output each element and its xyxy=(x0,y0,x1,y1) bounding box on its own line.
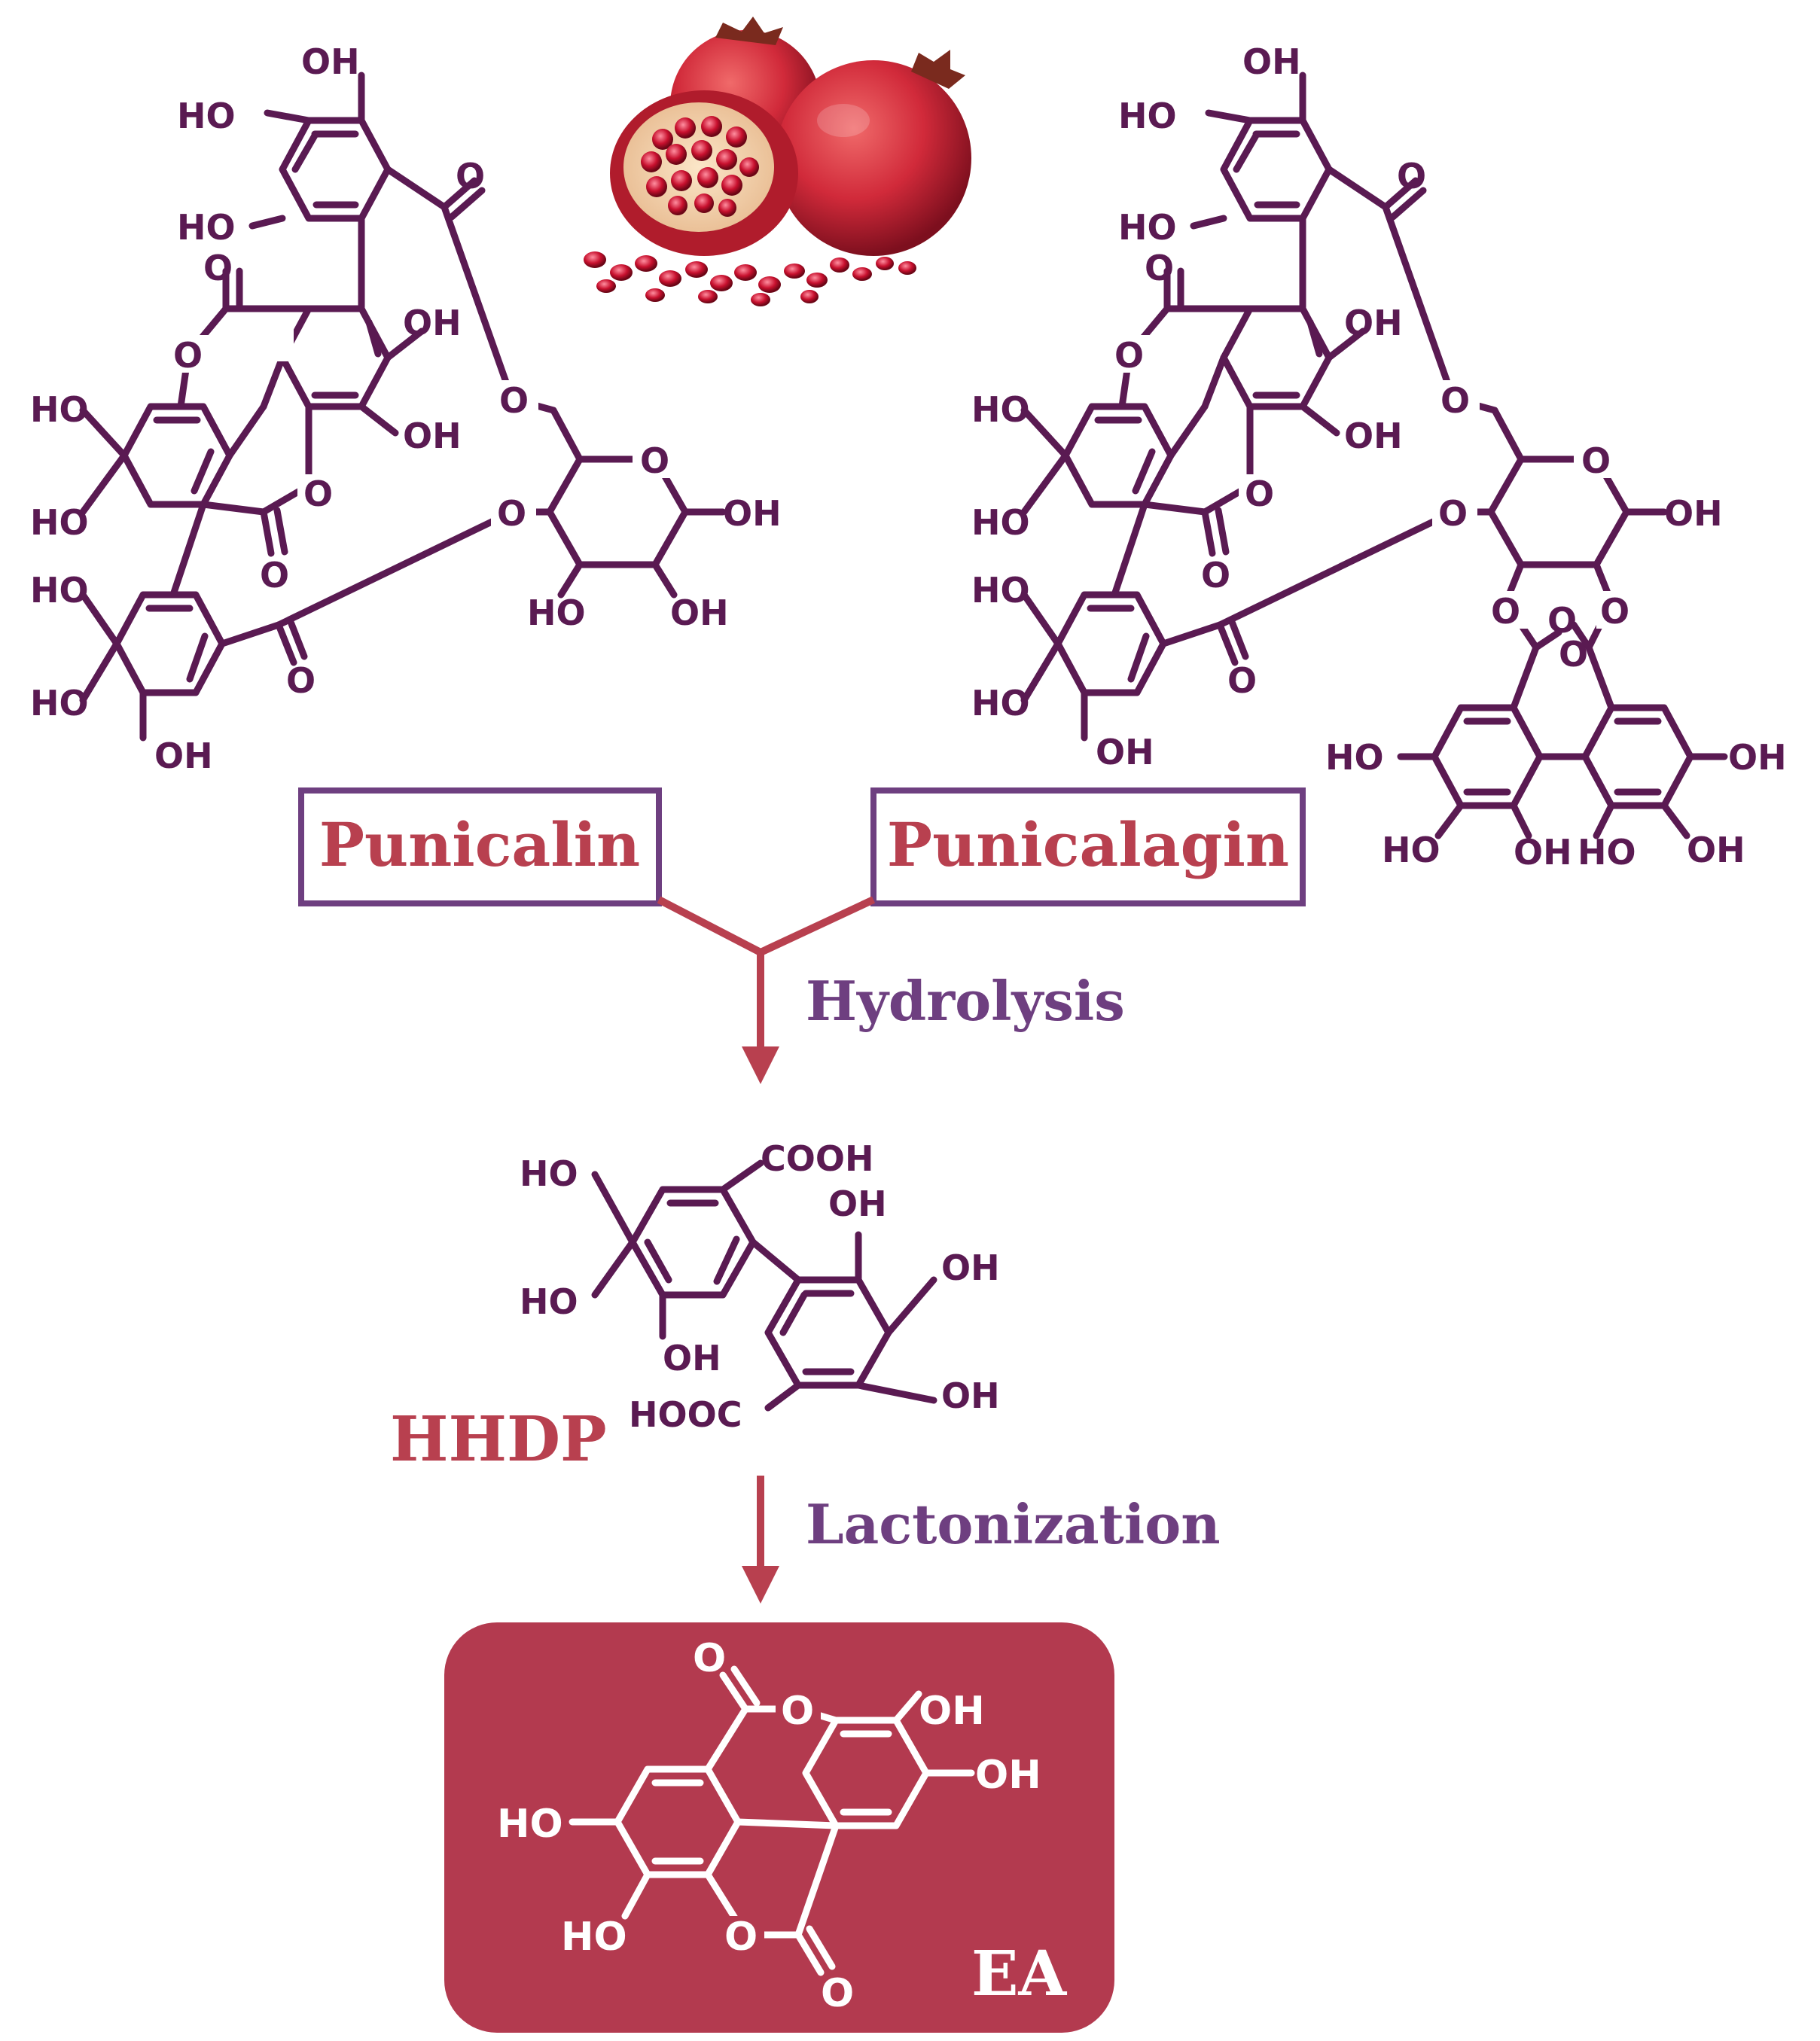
atom-label: OH xyxy=(919,1689,985,1734)
atom-label: OH xyxy=(154,736,213,776)
atom-label: O xyxy=(260,555,289,596)
ea-panel: O O O O OH OH HO HO EA xyxy=(444,1622,1114,2033)
atom-label: O xyxy=(1397,156,1426,196)
atom-label: OH xyxy=(403,303,462,343)
atom-label: O xyxy=(1440,380,1470,421)
lactonization-label: Lactonization xyxy=(806,1492,1221,1556)
atom-label: OH xyxy=(1514,832,1572,873)
atom-label: O xyxy=(781,1689,814,1734)
atom-label: OH xyxy=(1242,41,1301,82)
atom-label: O xyxy=(693,1636,726,1681)
atom-label: OH xyxy=(1664,493,1723,534)
ea-label: EA xyxy=(971,1938,1068,2010)
atom-label: O xyxy=(456,156,485,196)
atom-label: HO xyxy=(497,1802,563,1847)
atom-label: HO xyxy=(1578,832,1636,873)
atom-label: HO xyxy=(1118,96,1177,136)
atom-label: HO xyxy=(30,502,89,543)
atom-label: O xyxy=(1559,634,1588,675)
atom-label: OH xyxy=(403,416,462,456)
punicalin-title: Punicalin xyxy=(319,809,640,880)
atom-label: HO xyxy=(1382,830,1440,870)
pomegranate-icon xyxy=(584,17,971,306)
hydrolysis-arrow xyxy=(657,896,876,1084)
atom-label: OH xyxy=(941,1375,1000,1416)
atom-label: HO xyxy=(30,389,89,430)
atom-label: O xyxy=(286,660,316,701)
atom-label: O xyxy=(497,493,526,534)
atom-label: O xyxy=(1227,660,1257,701)
atom-label: O xyxy=(303,474,333,514)
atom-label: OH xyxy=(1344,416,1403,456)
atom-label: OH xyxy=(1096,732,1154,772)
atom-label: OH xyxy=(1687,830,1745,870)
atom-label: O xyxy=(1491,591,1520,632)
punicalagin-structure: O O O O O O O O O O O O O OH HO HO OH OH… xyxy=(971,41,1787,873)
punicalin-label: Punicalin xyxy=(298,787,662,906)
atom-label: OH xyxy=(828,1183,887,1224)
punicalagin-label: Punicalagin xyxy=(870,787,1306,906)
atom-label: HO xyxy=(971,570,1030,611)
atom-label: O xyxy=(1245,474,1274,514)
atom-label: HO xyxy=(30,683,89,723)
atom-label: HO xyxy=(1325,737,1384,778)
atom-label: OH xyxy=(975,1753,1041,1798)
atom-label: OH xyxy=(670,592,729,633)
punicalin-structure: O O O O O O O O O OH HO HO OH OH HO HO H… xyxy=(30,41,782,776)
atom-label: O xyxy=(1438,493,1468,534)
atom-label: O xyxy=(203,248,233,288)
atom-label: OH xyxy=(941,1247,1000,1288)
atom-label: OH xyxy=(663,1338,721,1378)
atom-label: O xyxy=(1581,440,1611,481)
atom-label: HOOC xyxy=(629,1394,742,1435)
atom-label: O xyxy=(640,440,669,481)
lactonization-arrow xyxy=(742,1476,779,1604)
atom-label: HO xyxy=(30,570,89,611)
atom-label: COOH xyxy=(761,1138,873,1179)
atom-label: HO xyxy=(520,1281,578,1322)
atom-label: HO xyxy=(527,592,586,633)
punicalagin-title: Punicalagin xyxy=(887,809,1289,880)
atom-label: O xyxy=(1600,591,1629,632)
atom-label: O xyxy=(1201,555,1230,596)
atom-label: HO xyxy=(971,502,1030,543)
atom-label: HO xyxy=(520,1153,578,1194)
atom-label: OH xyxy=(723,493,782,534)
atom-label: O xyxy=(724,1915,758,1960)
hhdp-structure: COOH HO HO OH OH OH OH HOOC xyxy=(520,1138,1000,1435)
atom-label: O xyxy=(173,335,203,376)
atom-label: O xyxy=(1547,600,1577,641)
atom-label: OH xyxy=(301,41,360,82)
atom-label: OH xyxy=(1728,737,1787,778)
atom-label: O xyxy=(1114,335,1144,376)
atom-label: OH xyxy=(1344,303,1403,343)
atom-label: HO xyxy=(971,683,1030,723)
atom-label: HO xyxy=(177,96,236,136)
atom-label: O xyxy=(1145,248,1174,288)
hydrolysis-label: Hydrolysis xyxy=(806,969,1125,1033)
hhdp-label: HHDP xyxy=(390,1403,607,1476)
atom-label: HO xyxy=(971,389,1030,430)
atom-label: O xyxy=(499,380,529,421)
atom-label: O xyxy=(821,1971,854,2016)
atom-label: HO xyxy=(1118,207,1177,248)
atom-label: HO xyxy=(177,207,236,248)
atom-label: HO xyxy=(561,1915,627,1960)
